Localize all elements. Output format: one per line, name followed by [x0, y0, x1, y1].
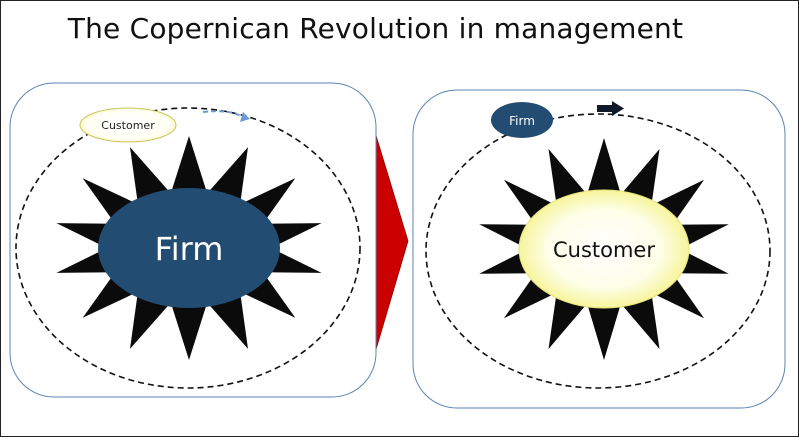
- firm-center-label: Firm: [155, 230, 224, 268]
- customer-center-label: Customer: [553, 238, 655, 262]
- customer-orbiting-ellipse: [79, 107, 177, 143]
- firm-center-ellipse: [98, 188, 280, 308]
- orbit-arrow-after-icon: [597, 101, 624, 116]
- orbit-path-before: [15, 107, 361, 389]
- firm-orbiting-label: Firm: [509, 114, 535, 128]
- orbit-arrow-before-icon: [202, 110, 250, 122]
- orbit-path-after: [425, 113, 771, 389]
- transition-arrow-icon: [370, 118, 409, 364]
- customer-center-ellipse: [518, 189, 690, 309]
- page-title: The Copernican Revolution in management: [67, 12, 684, 45]
- firm-orbiting-ellipse: [491, 102, 553, 138]
- customer-orbiting-label: Customer: [101, 119, 155, 132]
